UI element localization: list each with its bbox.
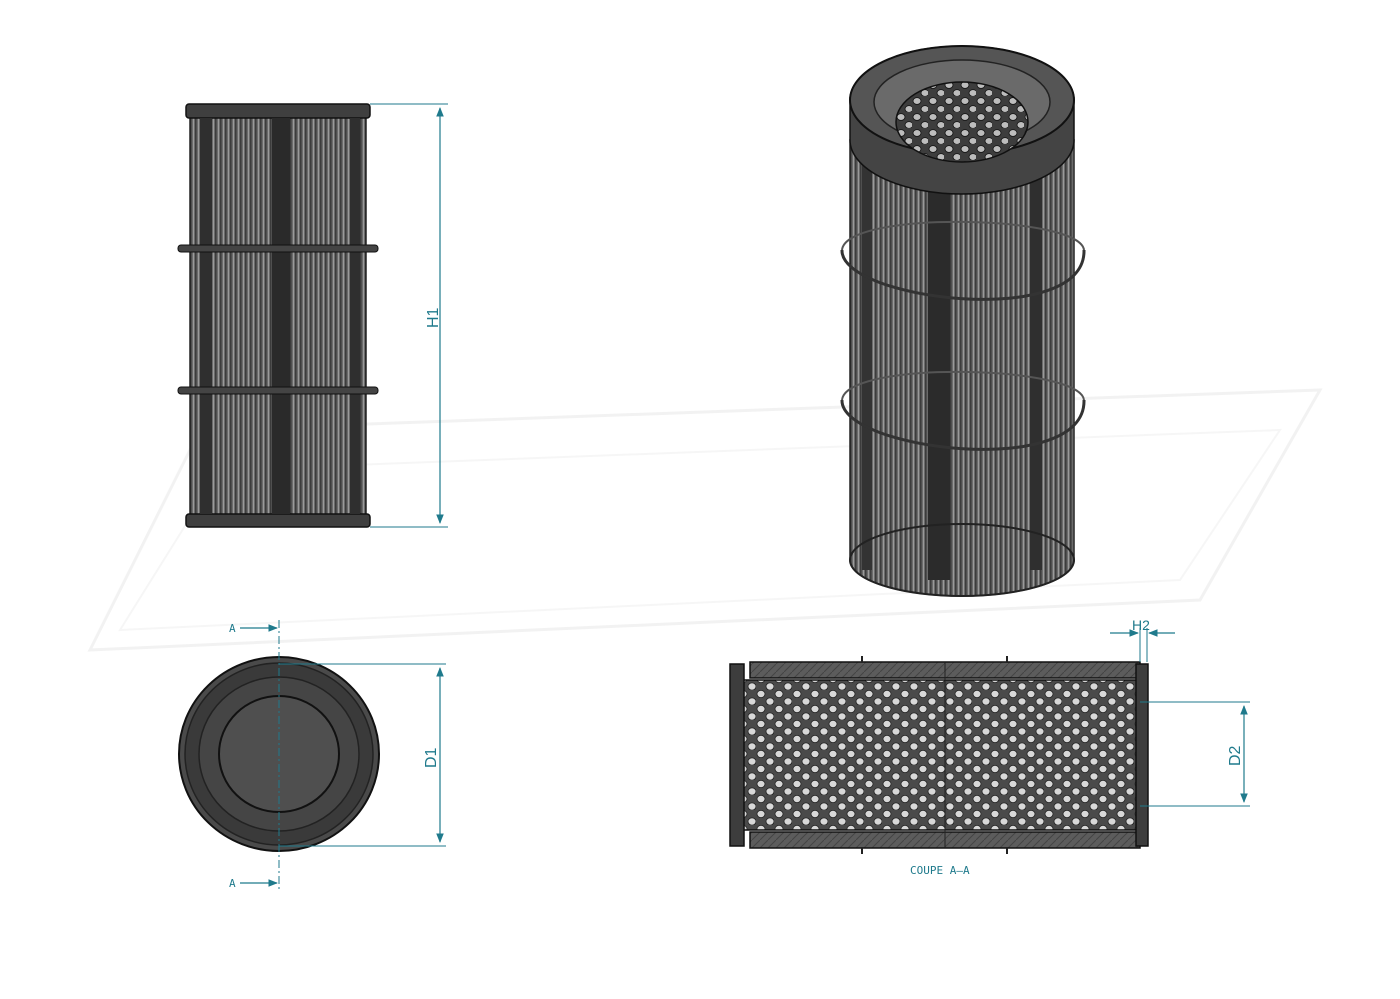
- front-rib-left: [200, 118, 212, 514]
- front-bottom-cap: [185, 513, 371, 528]
- front-view: [177, 103, 379, 528]
- front-band-upper: [177, 244, 379, 253]
- label-d2: D2: [1227, 745, 1244, 766]
- dimension-d1: D1: [279, 663, 446, 847]
- isometric-view: [840, 45, 1086, 597]
- front-rib-center: [272, 118, 290, 514]
- dimension-d2: D2: [1140, 701, 1250, 807]
- iso-perforated-core: [895, 81, 1029, 163]
- dimension-h2: H2: [1110, 617, 1175, 662]
- front-top-cap: [185, 103, 371, 119]
- section-markers: A A: [229, 622, 278, 890]
- section-perforated-tube: [735, 679, 1141, 831]
- front-rib-right: [350, 118, 360, 514]
- label-section-bottom: A: [229, 877, 236, 890]
- section-view: COUPE A–A: [729, 656, 1149, 877]
- iso-band-upper: [840, 249, 1086, 301]
- label-h2: H2: [1132, 617, 1150, 633]
- front-band-lower: [177, 386, 379, 395]
- dimension-h1: H1: [370, 103, 448, 528]
- iso-band-lower: [840, 399, 1086, 451]
- label-h1: H1: [425, 307, 442, 328]
- label-d1: D1: [423, 747, 440, 768]
- section-caption: COUPE A–A: [910, 864, 970, 877]
- label-section-top: A: [229, 622, 236, 635]
- top-view: [178, 620, 380, 890]
- iso-bottom-rim: [849, 523, 1075, 597]
